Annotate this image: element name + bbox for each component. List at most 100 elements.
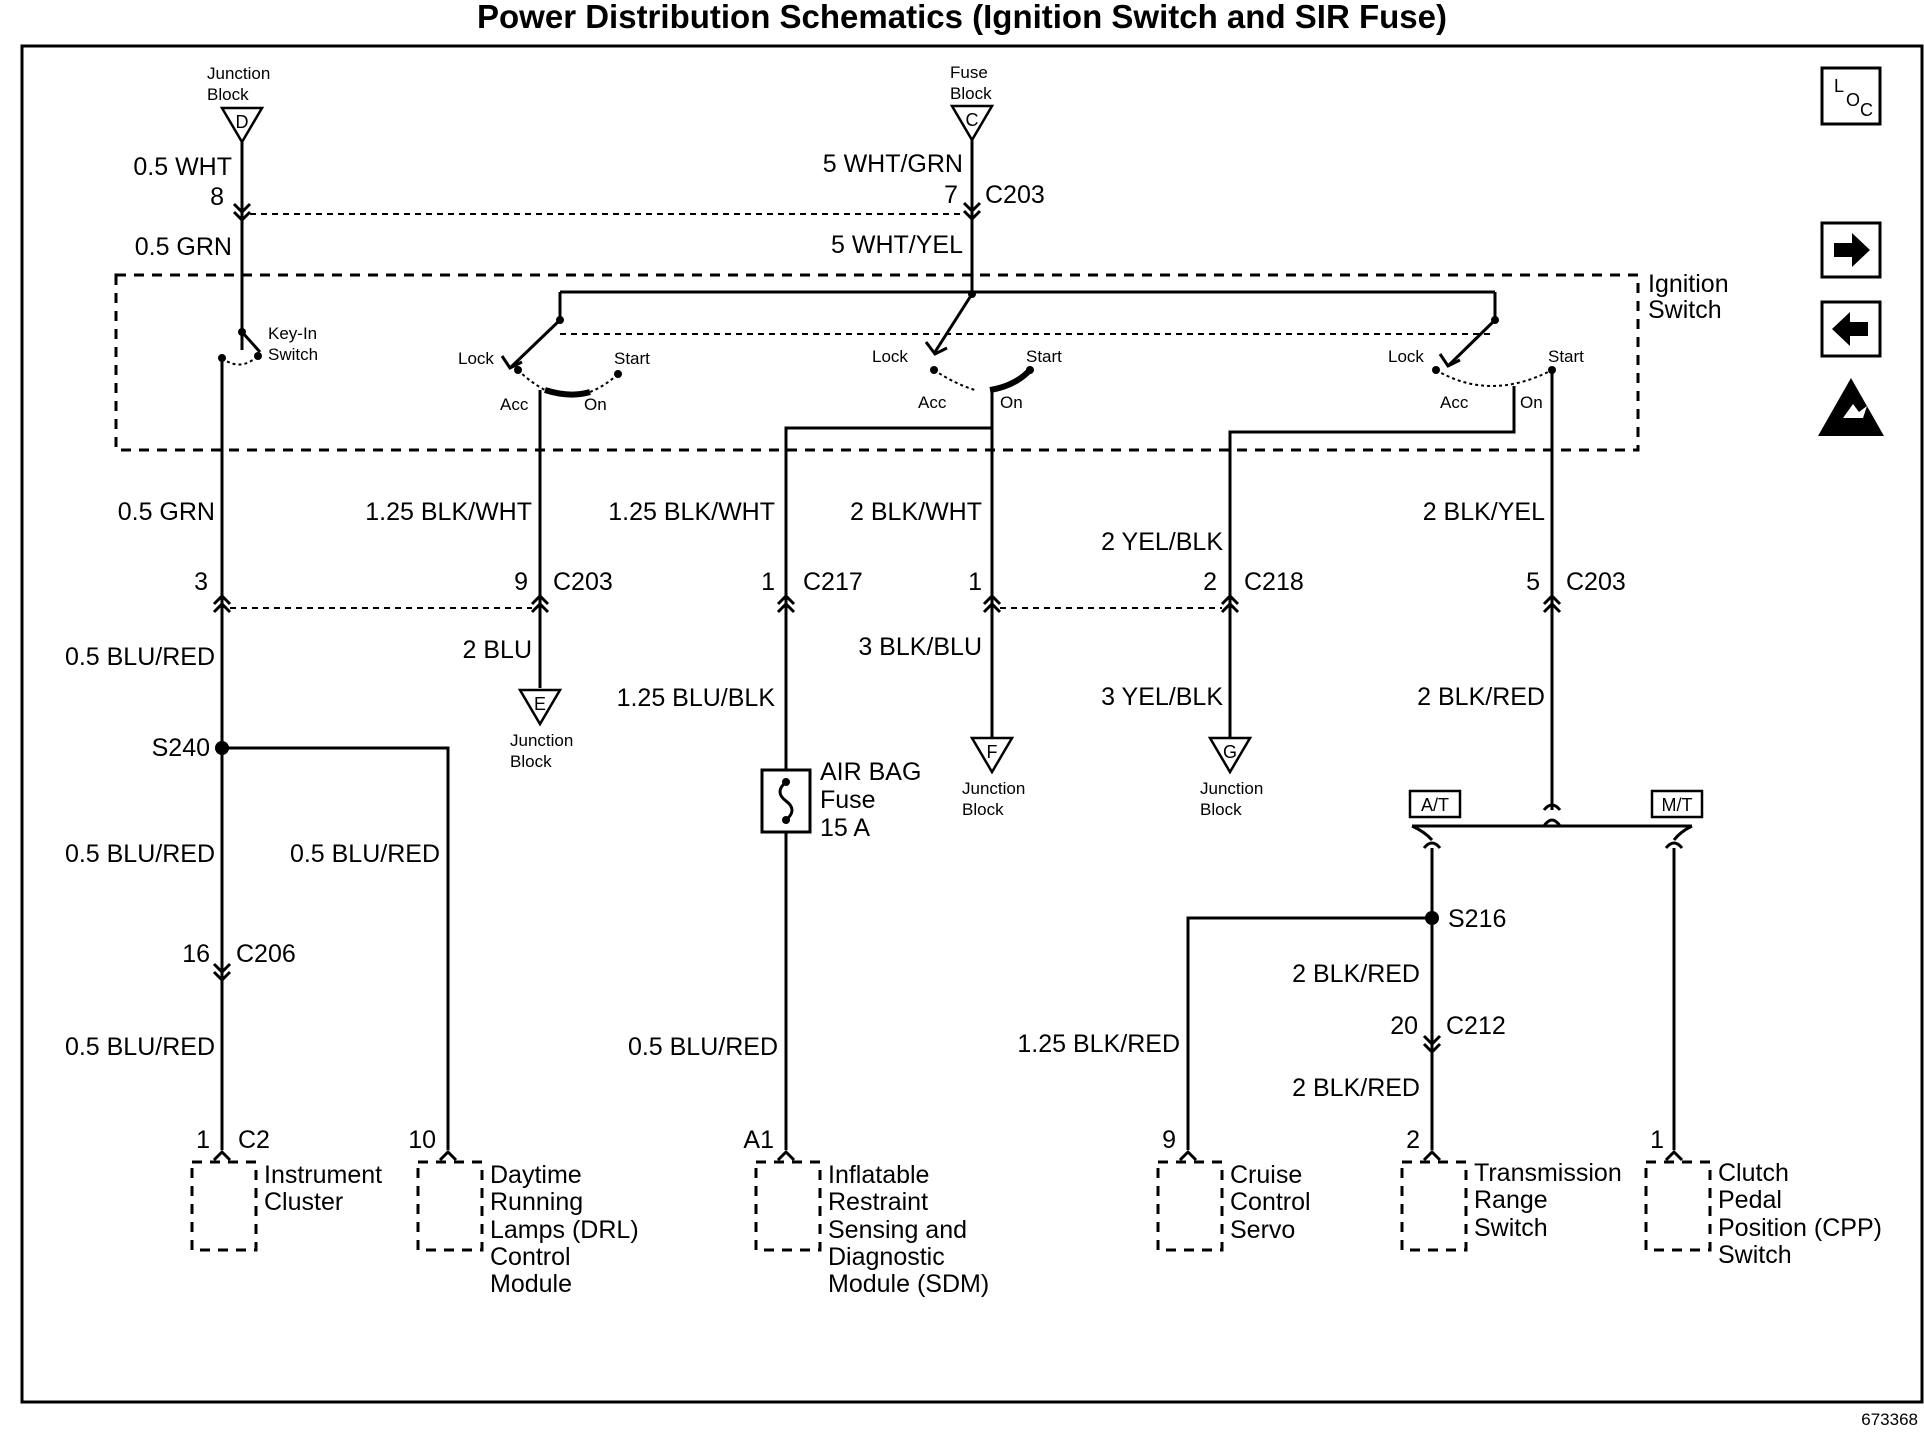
wire-label: 2 BLK/YEL: [1423, 498, 1545, 526]
fuse-block-label: Fuse: [950, 63, 988, 82]
wire-label: 0.5 BLU/RED: [65, 643, 215, 671]
fuse-block-letter: C: [966, 110, 979, 130]
ignition-switch-label2: Switch: [1648, 296, 1722, 324]
pin-label: 1: [761, 568, 775, 596]
wire-label: 3 YEL/BLK: [1101, 683, 1223, 711]
instrument-cluster-label: Instrument: [264, 1161, 382, 1189]
connector-arrow: [1664, 1149, 1684, 1162]
wire-label: 2 BLK/RED: [1292, 960, 1420, 988]
junction-d-triangle: [219, 106, 265, 145]
connector-arrow: [438, 1149, 458, 1162]
junction-d-letter: D: [236, 112, 249, 132]
cpp-switch-label: Clutch: [1718, 1159, 1789, 1187]
cpp-switch-label3: Position (CPP): [1718, 1214, 1882, 1242]
switch-on-label: On: [584, 395, 607, 414]
trans-range-switch-box[interactable]: [1400, 1160, 1468, 1252]
connector-arrow: [1422, 1149, 1442, 1162]
switch-lock-label: Lock: [1388, 347, 1424, 366]
junction-g-letter: G: [1223, 742, 1237, 762]
sdm-module-box[interactable]: [754, 1160, 822, 1252]
connector-arrow: [1542, 593, 1562, 614]
drl-module-label: Daytime: [490, 1161, 582, 1189]
junction-g-triangle: [1207, 736, 1253, 775]
trans-range-switch-label3: Switch: [1474, 1214, 1548, 1242]
pin-label: 1: [1650, 1126, 1664, 1154]
sdm-module-label: Inflatable: [828, 1161, 929, 1189]
loc-icon[interactable]: L O C: [1820, 66, 1882, 126]
at-option-box: [1408, 789, 1462, 819]
wire-label: 2 BLU: [463, 636, 532, 664]
junction-e-label2: Block: [510, 752, 552, 771]
connector-label: C203: [553, 568, 613, 596]
sdm-module-label3: Sensing and: [828, 1216, 967, 1244]
junction-e-letter: E: [534, 694, 546, 714]
trans-range-switch-label2: Range: [1474, 1186, 1548, 1214]
sdm-module-label4: Diagnostic: [828, 1243, 945, 1271]
ignition-switch-box: [114, 273, 1640, 452]
arrow-left-icon[interactable]: [1820, 300, 1882, 358]
svg-text:C: C: [1860, 100, 1873, 120]
connector-arrow: [212, 1149, 232, 1162]
junction-f-label2: Block: [962, 800, 1004, 819]
switch-acc-label: Acc: [918, 393, 947, 412]
pin-label: 7: [944, 181, 958, 209]
connector-arrow: [1178, 1149, 1198, 1162]
wire-label: 5 WHT/YEL: [831, 231, 963, 259]
fuse-label2: Fuse: [820, 786, 876, 814]
pin-label: 2: [1406, 1126, 1420, 1154]
wire-label: 1.25 BLK/WHT: [608, 498, 775, 526]
cruise-servo-box[interactable]: [1156, 1160, 1224, 1252]
drl-module-box[interactable]: [416, 1160, 484, 1252]
connector-arrow: [776, 593, 796, 614]
mt-option-label: M/T: [1662, 795, 1693, 815]
diagram-frame: [20, 44, 1924, 1404]
cpp-switch-box[interactable]: [1644, 1160, 1712, 1252]
ignition-switch-label: Ignition: [1648, 270, 1729, 298]
switch-lock-label: Lock: [458, 349, 494, 368]
connector-arrow: [212, 593, 232, 614]
junction-g-label2: Block: [1200, 800, 1242, 819]
connector-label: C217: [803, 568, 863, 596]
cpp-switch-label2: Pedal: [1718, 1186, 1782, 1214]
page-title: Power Distribution Schematics (Ignition …: [477, 0, 1447, 35]
wire-label: 0.5 WHT: [133, 153, 232, 181]
junction-g-label: Junction: [1200, 779, 1263, 798]
drl-module-label2: Running: [490, 1188, 583, 1216]
connector-arrow: [776, 1149, 796, 1162]
junction-f-letter: F: [987, 742, 998, 762]
wire-label: 1.25 BLU/BLK: [617, 684, 776, 712]
pin-label: 16: [182, 940, 210, 968]
splice-label: S216: [1448, 905, 1506, 933]
drl-module-label4: Control: [490, 1243, 571, 1271]
arrow-right-icon[interactable]: [1820, 221, 1882, 279]
fuse-label3: 15 A: [820, 814, 870, 842]
wire-label: 0.5 BLU/RED: [290, 840, 440, 868]
connector-arrow: [1422, 1034, 1442, 1055]
wire-label: 2 BLK/WHT: [850, 498, 982, 526]
junction-block-d-label2: Block: [207, 85, 249, 104]
switch-on-label: On: [1520, 393, 1543, 412]
keyin-switch-label: Key-In: [268, 324, 317, 343]
junction-f-label: Junction: [962, 779, 1025, 798]
wire-label: 0.5 GRN: [118, 498, 215, 526]
switch-lock-label: Lock: [872, 347, 908, 366]
cruise-servo-label3: Servo: [1230, 1216, 1295, 1244]
fuse-block-triangle: [949, 104, 995, 143]
pin-label: A1: [743, 1126, 774, 1154]
sdm-module-label2: Restraint: [828, 1188, 928, 1216]
pin-label: 2: [1203, 568, 1217, 596]
instrument-cluster-box[interactable]: [190, 1160, 258, 1252]
cruise-servo-label: Cruise: [1230, 1161, 1302, 1189]
connector-arrow: [982, 593, 1002, 614]
connector-label: C212: [1446, 1012, 1506, 1040]
pin-label: 9: [514, 568, 528, 596]
connector-label: C206: [236, 940, 296, 968]
cpp-switch-label4: Switch: [1718, 1241, 1792, 1269]
cruise-servo-label2: Control: [1230, 1188, 1311, 1216]
pin-label: 1: [196, 1126, 210, 1154]
trans-range-switch-label: Transmission: [1474, 1159, 1622, 1187]
connector-arrow: [212, 962, 232, 983]
junction-e-triangle: [517, 688, 563, 727]
connector-arrow: [1220, 593, 1240, 614]
